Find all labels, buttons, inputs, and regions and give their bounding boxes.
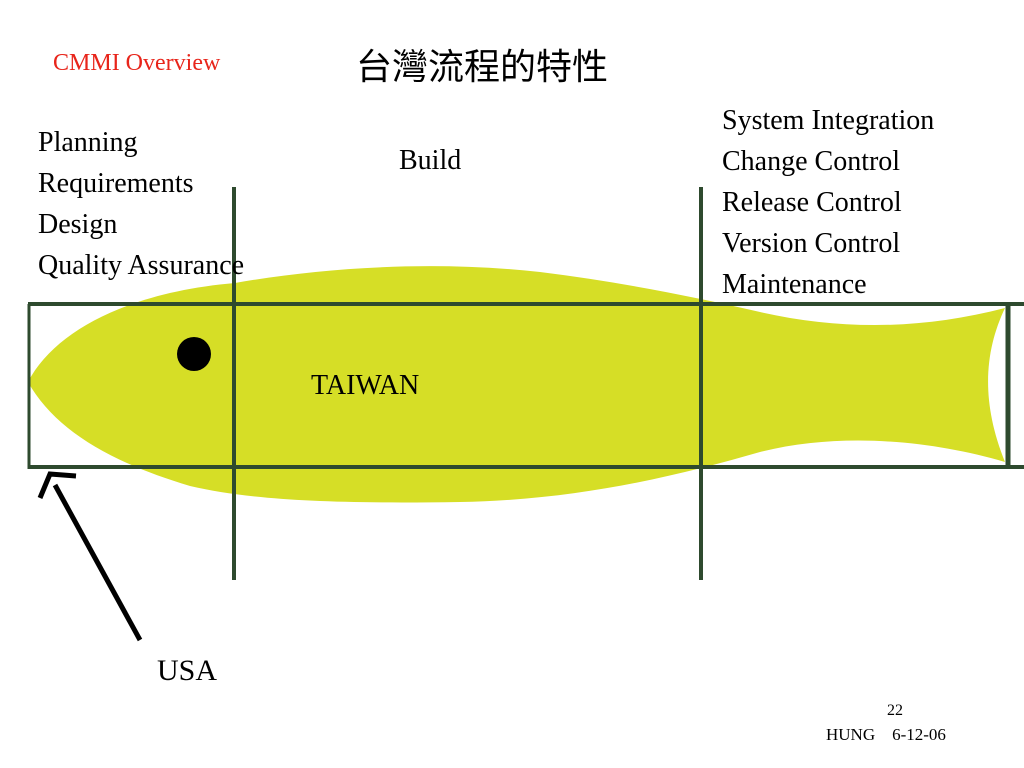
left-phase-list: Planning Requirements Design Quality Ass… [38, 122, 244, 286]
right-phase-item: Version Control [722, 228, 901, 259]
slide-title: 台灣流程的特性 [356, 47, 609, 88]
footer-text: HUNG 6-12-06 [826, 725, 946, 744]
right-phase-item: System Integration [722, 105, 935, 136]
left-phase-item: Quality Assurance [38, 250, 245, 281]
right-phase-item: Change Control [722, 146, 901, 177]
page-number: 22 [887, 702, 903, 719]
fish-label: TAIWAN [311, 370, 420, 401]
header-label: CMMI Overview [53, 50, 221, 76]
right-phase-item: Maintenance [722, 269, 867, 300]
usa-arrow-head [37, 471, 77, 499]
arrow-label: USA [157, 654, 218, 687]
right-phase-list: System Integration Change Control Releas… [722, 100, 934, 305]
left-phase-item: Requirements [38, 168, 194, 199]
right-phase-item: Release Control [722, 187, 902, 218]
fish-shape [28, 266, 1005, 503]
middle-phase-label: Build [399, 145, 462, 176]
left-phase-item: Planning [38, 127, 138, 158]
usa-arrow-shaft [52, 483, 143, 642]
fish-eye [177, 337, 211, 371]
left-phase-item: Design [38, 209, 118, 240]
